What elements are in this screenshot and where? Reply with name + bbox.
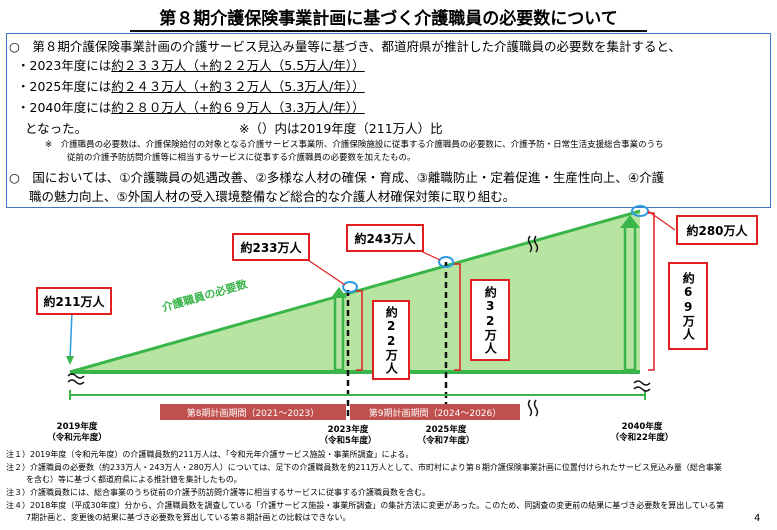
policy-line-2: 職の魅力向上、⑤外国人材の受入環境整備など総合的な介護人材確保対策に取り組む。 (29, 189, 516, 204)
value-box-2025: 約243万人 (346, 224, 424, 252)
increase-box-2023: 約22万人 (372, 300, 410, 380)
note-4: 注４）2018年度（平成30年度）分から、介護職員数を調査している「介護サービス… (6, 501, 725, 510)
leader-280 (647, 210, 676, 231)
break-marks (67, 235, 651, 417)
note-2-cont: を含む）等に基づく都道府県による推計値を集計したもの。 (26, 475, 242, 484)
summary-footnote-1: ※ 介護職員の必要数は、介護保険給付の対象となる介護サービス事業所、介護保険施設… (45, 140, 664, 150)
period-9th: 第9期計画期間（2024～2026） (350, 404, 520, 420)
title-underline (130, 30, 647, 32)
bracket-2023 (356, 290, 363, 371)
increase-box-2040: 約69万人 (668, 262, 708, 350)
arrow-2023 (331, 287, 347, 372)
increase-box-2025: 約32万人 (470, 279, 510, 361)
bracket-2025 (454, 263, 461, 371)
note-3: 注３）介護職員数には、総合事業のうち従前の介護予防訪問介護等に相当するサービスに… (6, 488, 430, 497)
summary-row-2025: ・2025年度には約２４３万人（+約３２万人（5.3万人/年）） (17, 79, 365, 94)
summary-conclusion: となった。 (25, 121, 88, 136)
value-box-2040: 約280万人 (676, 215, 758, 245)
arrow-2040 (620, 215, 640, 372)
summary-box: ○ 第８期介護保険事業計画の介護サービス見込み量等に基づき、都道府県が推計した介… (6, 33, 771, 208)
year-2019: 2019年度（令和元年度） (47, 422, 107, 443)
year-2025: 2025年度（令和7年度） (417, 425, 475, 446)
page-title: 第８期介護保険事業計画に基づく介護職員の必要数について (159, 9, 618, 29)
summary-row-2040: ・2040年度には約２８０万人（+約６９万人（3.3万人/年）） (17, 100, 365, 115)
note-2: 注２）介護職員の必要数（約233万人・243万人・280万人）については、足下の… (6, 463, 722, 472)
summary-row-2023: ・2023年度には約２３３万人（+約２２万人（5.5万人/年）） (17, 58, 365, 73)
bracket-2040 (648, 212, 655, 371)
point-2023 (342, 281, 358, 293)
year-2040: 2040年度（令和22年度） (610, 422, 674, 443)
page-number: 4 (754, 513, 761, 524)
note-1: 注１）2019年度（令和元年度）の介護職員数約211万人は、「令和元年介護サービ… (6, 450, 414, 459)
leader-211 (69, 311, 73, 361)
point-2025 (438, 256, 454, 268)
leader-233 (304, 257, 346, 286)
summary-footnote-2: 従前の介護予防訪問介護等に相当するサービスに従事する介護職員の必要数を加えたもの… (67, 153, 416, 163)
summary-intro: ○ 第８期介護保険事業計画の介護サービス見込み量等に基づき、都道府県が推計した介… (9, 39, 682, 54)
baseline-note: ※（）内は2019年度（211万人）比 (239, 121, 443, 136)
note-4-cont: 7期計画と、変更後の結果に基づき必要数を算出している第８期計画との比較はできない… (26, 513, 351, 522)
value-box-2023: 約233万人 (232, 233, 310, 261)
period-8th: 第8期計画期間（2021～2023） (160, 404, 346, 420)
value-box-2019: 約211万人 (36, 287, 112, 315)
policy-line-1: ○ 国においては、①介護職員の処遇改善、②多様な人材の確保・育成、③離職防止・定… (9, 170, 665, 185)
year-2023: 2023年度（令和5年度） (319, 425, 377, 446)
